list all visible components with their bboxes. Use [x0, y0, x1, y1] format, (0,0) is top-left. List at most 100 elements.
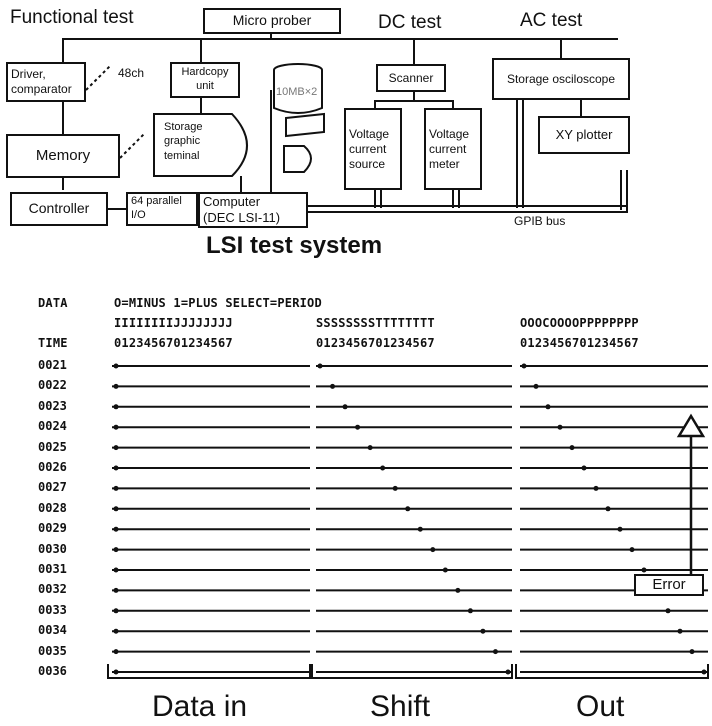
trace-marker: [617, 526, 623, 532]
trace-marker: [367, 445, 373, 451]
time-label: TIME: [38, 336, 68, 350]
trace-marker: [467, 608, 473, 614]
row-label: 0035: [38, 643, 67, 658]
controller-box: Controller: [10, 192, 108, 226]
wire: [580, 100, 582, 116]
wire: [452, 188, 454, 208]
row-label: 0023: [38, 398, 67, 413]
trace-marker: [677, 628, 683, 634]
group-letters-data-in: IIIIIIIIJJJJJJJJ: [114, 316, 233, 330]
group-bracket: [107, 664, 311, 679]
trace-marker: [380, 465, 386, 471]
row-label: 0027: [38, 480, 67, 495]
group-label-shift: Shift: [370, 690, 431, 723]
row-label: 0034: [38, 623, 67, 638]
group-label-out: Out: [576, 690, 625, 723]
row-label: 0033: [38, 602, 67, 617]
wire: [458, 188, 460, 208]
diagram-caption: LSI test system: [206, 232, 383, 259]
wire: [374, 188, 376, 208]
trace-marker: [113, 587, 119, 593]
trace-marker: [665, 608, 671, 614]
trace-marker: [581, 465, 587, 471]
trace-marker: [417, 526, 423, 532]
voltage-current-meter-box: Voltage current meter: [424, 108, 482, 190]
trace-marker: [430, 547, 436, 553]
trace-marker: [113, 649, 119, 655]
row-label: 0028: [38, 500, 67, 515]
row-label: 0031: [38, 562, 67, 576]
parallel-io-box: 64 parallel I/O: [126, 192, 198, 226]
wire: [374, 100, 376, 110]
wire: [62, 38, 64, 64]
hardcopy-unit-box: Hardcopy unit: [170, 62, 240, 98]
wire: [200, 96, 202, 114]
row-label: 0030: [38, 541, 67, 556]
trace-marker: [569, 445, 575, 451]
group-bracket: [515, 664, 709, 679]
row-label: 0029: [38, 521, 67, 536]
wire: [306, 205, 626, 207]
wire: [516, 98, 518, 208]
error-label: Error: [634, 574, 704, 596]
trace-marker: [113, 363, 119, 369]
terminal-shape: [153, 113, 248, 177]
wire: [374, 100, 454, 102]
wire: [620, 170, 622, 210]
memory-box: Memory: [6, 134, 120, 178]
wire: [560, 38, 562, 58]
trace-marker: [689, 649, 695, 655]
wire: [240, 176, 242, 192]
storage-terminal-label: Storage graphic teminal: [164, 121, 203, 162]
trace-marker: [113, 608, 119, 614]
row-label: 0036: [38, 664, 67, 678]
trace-marker: [113, 485, 119, 491]
scanner-box: Scanner: [376, 64, 446, 92]
trace-marker: [701, 669, 707, 675]
time-digits-shift: 0123456701234567: [316, 336, 435, 350]
trace-marker: [605, 506, 611, 512]
channels-label: 48ch: [118, 66, 145, 80]
trace-marker: [113, 669, 119, 675]
row-label: 0026: [38, 460, 67, 474]
data-label: DATA: [38, 296, 68, 310]
trace-marker: [557, 424, 563, 430]
trace-marker: [113, 526, 119, 532]
trace-marker: [629, 547, 635, 553]
disk-label: 10MB×2: [276, 86, 318, 98]
row-label: 0025: [38, 439, 67, 454]
trace-marker: [113, 445, 119, 451]
ac-test-label: AC test: [520, 10, 583, 31]
wire: [413, 92, 415, 102]
trace-marker: [492, 649, 498, 655]
trace-marker: [330, 383, 336, 389]
time-digits-out: 0123456701234567: [520, 336, 639, 350]
trace-marker: [113, 404, 119, 410]
trace-marker: [113, 547, 119, 553]
trace-marker: [405, 506, 411, 512]
disk-drive-icon: [273, 63, 325, 173]
functional-test-label: Functional test: [10, 7, 134, 28]
trace-marker: [593, 485, 599, 491]
trace-marker: [113, 628, 119, 634]
wire: [626, 170, 628, 213]
row-label: 0021: [38, 358, 67, 372]
trace-marker: [355, 424, 361, 430]
group-letters-out: OOOCOOOOPPPPPPPP: [520, 316, 639, 330]
trace-marker: [455, 587, 461, 593]
wire: [522, 98, 524, 208]
trace-lines: [107, 363, 709, 679]
legend-text: O=MINUS 1=PLUS SELECT=PERIOD: [114, 296, 322, 310]
dc-test-label: DC test: [378, 12, 442, 33]
bus-top: [62, 38, 618, 40]
trace-marker: [342, 404, 348, 410]
trace-marker: [113, 424, 119, 430]
wire: [452, 100, 454, 110]
group-bracket: [311, 664, 513, 679]
wire: [270, 90, 272, 192]
trace-marker: [480, 628, 486, 634]
error-triangle-marker: [676, 413, 706, 438]
storage-oscilloscope-box: Storage osciloscope: [492, 58, 630, 100]
wire: [62, 100, 64, 134]
timing-dump: DATA O=MINUS 1=PLUS SELECT=PERIOD IIIIII…: [0, 280, 712, 726]
